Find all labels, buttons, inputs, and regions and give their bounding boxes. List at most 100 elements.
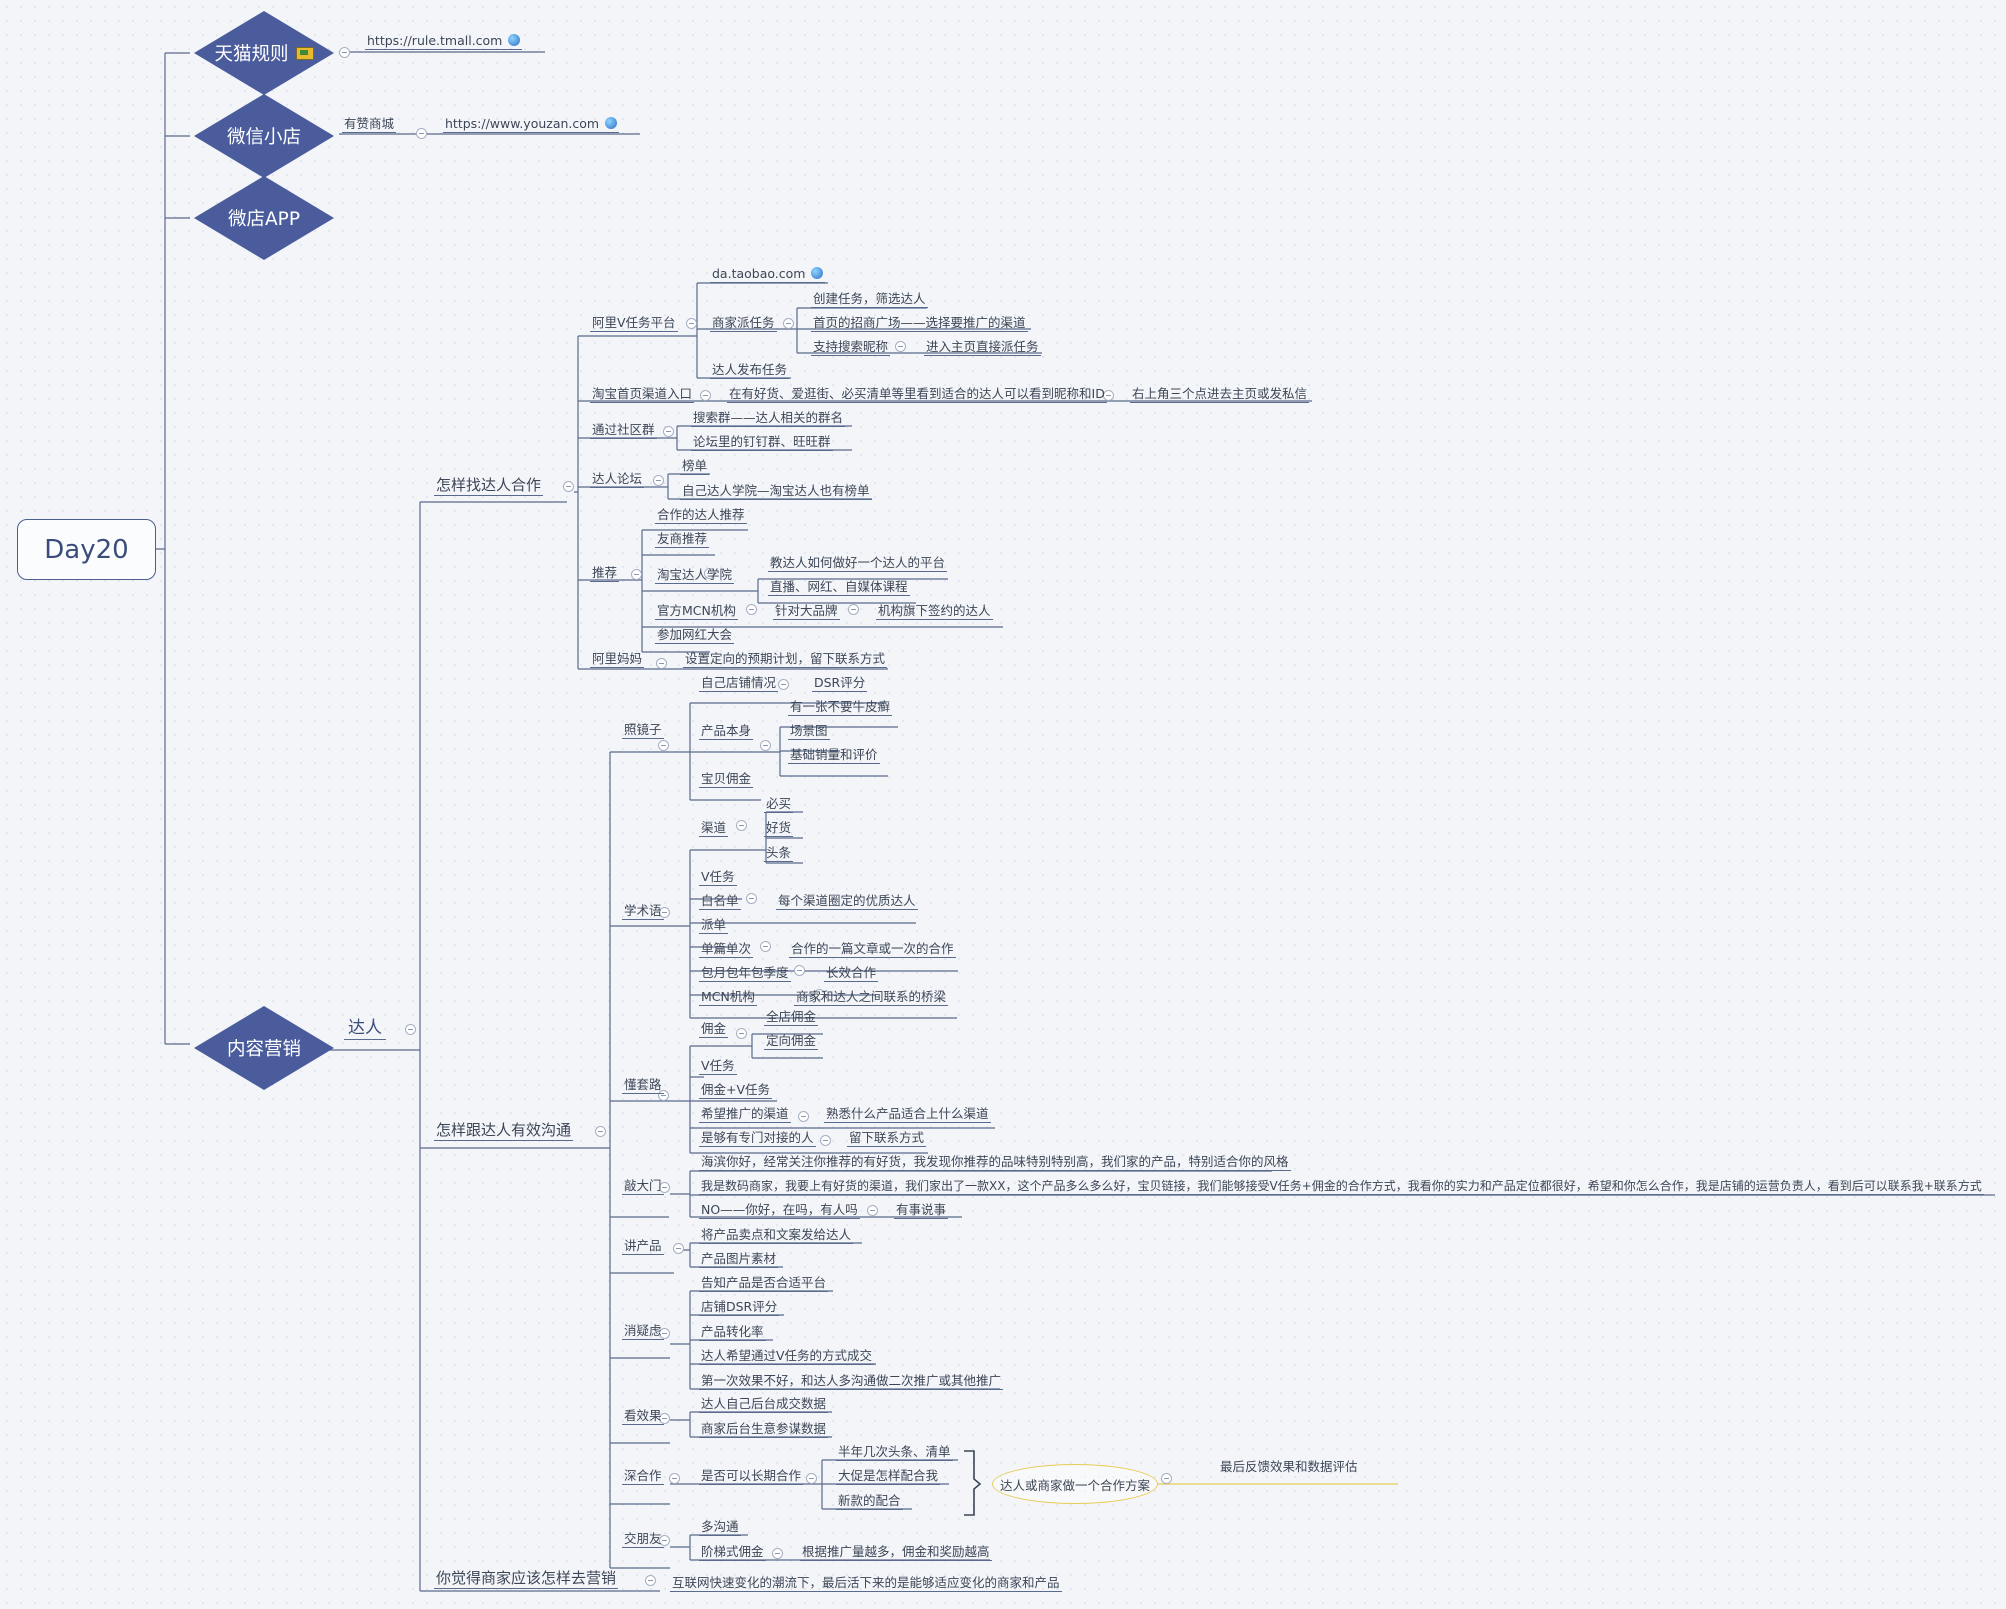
task-item[interactable]: 首页的招商广场——选择要推广的渠道 bbox=[811, 315, 1028, 332]
collapse-icon[interactable] bbox=[631, 569, 642, 580]
product-item[interactable]: 有一张不要牛皮癣 bbox=[788, 699, 893, 716]
find-node[interactable]: 怎样找达人合作 bbox=[434, 475, 544, 496]
collapse-icon[interactable] bbox=[760, 740, 771, 751]
summary-node[interactable]: 达人或商家做一个合作方案 bbox=[992, 1464, 1158, 1504]
present-item[interactable]: 将产品卖点和文案发给达人 bbox=[699, 1227, 854, 1244]
branch-content[interactable]: 内容营销 bbox=[190, 1002, 338, 1094]
term-item[interactable]: 派单 bbox=[699, 917, 729, 934]
collapse-icon[interactable] bbox=[746, 604, 757, 615]
dsr-node[interactable]: DSR评分 bbox=[812, 675, 868, 692]
present-item[interactable]: 产品图片素材 bbox=[699, 1251, 779, 1268]
doubt-item[interactable]: 达人希望通过V任务的方式成交 bbox=[699, 1348, 875, 1365]
terms-node[interactable]: 学术语 bbox=[622, 903, 664, 920]
collapse-icon[interactable] bbox=[1161, 1473, 1172, 1484]
mcn-grandchild[interactable]: 机构旗下签约的达人 bbox=[876, 603, 993, 620]
term-item[interactable]: 长效合作 bbox=[824, 965, 879, 982]
door-item[interactable]: NO——你好，在吗，有人吗 bbox=[699, 1202, 860, 1219]
collapse-icon[interactable] bbox=[656, 658, 667, 669]
collapse-icon[interactable] bbox=[895, 341, 906, 352]
collapse-icon[interactable] bbox=[1103, 390, 1114, 401]
routine-node[interactable]: 懂套路 bbox=[622, 1077, 664, 1094]
product-item[interactable]: 场景图 bbox=[788, 723, 830, 740]
collapse-icon[interactable] bbox=[794, 965, 805, 976]
collapse-icon[interactable] bbox=[760, 941, 771, 952]
recommend-node[interactable]: 推荐 bbox=[590, 565, 620, 582]
collapse-icon[interactable] bbox=[778, 679, 789, 690]
collapse-icon[interactable] bbox=[772, 1548, 783, 1559]
ali-v-node[interactable]: 阿里V任务平台 bbox=[590, 315, 678, 332]
channel-item[interactable]: 头条 bbox=[764, 845, 794, 862]
product-item[interactable]: 基础销量和评价 bbox=[788, 747, 880, 764]
collapse-icon[interactable] bbox=[659, 1535, 670, 1546]
collapse-icon[interactable] bbox=[704, 568, 715, 579]
friend-item[interactable]: 阶梯式佣金 bbox=[699, 1544, 766, 1561]
youzan-node[interactable]: 有赞商城 bbox=[342, 116, 397, 133]
collapse-icon[interactable] bbox=[783, 318, 794, 329]
effect-node[interactable]: 看效果 bbox=[622, 1408, 664, 1425]
collapse-icon[interactable] bbox=[658, 740, 669, 751]
term-item[interactable]: 包月包年包季度 bbox=[699, 965, 791, 982]
present-node[interactable]: 讲产品 bbox=[622, 1238, 664, 1255]
forum-item[interactable]: 榜单 bbox=[680, 458, 710, 475]
collapse-icon[interactable] bbox=[686, 318, 697, 329]
recommend-item[interactable]: 友商推荐 bbox=[655, 531, 710, 548]
collapse-icon[interactable] bbox=[848, 604, 859, 615]
collapse-icon[interactable] bbox=[653, 475, 664, 486]
publish-node[interactable]: 达人发布任务 bbox=[710, 362, 790, 379]
think-item[interactable]: 互联网快速变化的潮流下，最后活下来的是能够适应变化的商家和产品 bbox=[670, 1575, 1062, 1592]
term-item[interactable]: 合作的一篇文章或一次的合作 bbox=[789, 941, 956, 958]
collapse-icon[interactable] bbox=[658, 1090, 669, 1101]
task-item[interactable]: 进入主页直接派任务 bbox=[924, 339, 1041, 356]
think-node[interactable]: 你觉得商家应该怎样去营销 bbox=[434, 1568, 619, 1589]
friend-node[interactable]: 交朋友 bbox=[622, 1531, 664, 1548]
door-item[interactable]: 海滨你好，经常关注你推荐的有好货，我发现你推荐的品味特别特别高，我们家的产品，特… bbox=[699, 1154, 1291, 1171]
deep-item[interactable]: 半年几次头条、清单 bbox=[836, 1444, 953, 1461]
collapse-icon[interactable] bbox=[405, 1024, 416, 1035]
college-node[interactable]: 淘宝达人学院 bbox=[655, 567, 735, 584]
community-item[interactable]: 论坛里的钉钉群、旺旺群 bbox=[691, 434, 833, 451]
collapse-icon[interactable] bbox=[659, 907, 670, 918]
channel-item[interactable]: 好货 bbox=[764, 820, 794, 837]
doubt-item[interactable]: 告知产品是否合适平台 bbox=[699, 1275, 829, 1292]
mirror-node[interactable]: 照镜子 bbox=[622, 722, 664, 739]
collapse-icon[interactable] bbox=[798, 1111, 809, 1122]
final-node[interactable]: 最后反馈效果和数据评估 bbox=[1218, 1459, 1360, 1475]
college-item[interactable]: 直播、网红、自媒体课程 bbox=[768, 579, 910, 596]
channel-node[interactable]: 渠道 bbox=[699, 820, 729, 837]
deep-question[interactable]: 是否可以长期合作 bbox=[699, 1468, 804, 1485]
task-item[interactable]: 支持搜索昵称 bbox=[811, 339, 891, 356]
forum-node[interactable]: 达人论坛 bbox=[590, 471, 645, 488]
community-node[interactable]: 通过社区群 bbox=[590, 422, 657, 439]
task-item[interactable]: 创建任务，筛选达人 bbox=[811, 291, 928, 308]
routine-item[interactable]: 留下联系方式 bbox=[847, 1130, 927, 1147]
branch-weixin[interactable]: 微信小店 bbox=[190, 90, 338, 182]
collapse-icon[interactable] bbox=[339, 47, 350, 58]
mcn-child[interactable]: 针对大品牌 bbox=[773, 603, 840, 620]
doubt-item[interactable]: 产品转化率 bbox=[699, 1324, 766, 1341]
term-item[interactable]: 每个渠道圈定的优质达人 bbox=[776, 893, 918, 910]
term-item[interactable]: MCN机构 bbox=[699, 989, 757, 1006]
tmall-link[interactable]: https://rule.tmall.com bbox=[365, 33, 523, 50]
shop-node[interactable]: 自己店铺情况 bbox=[699, 675, 779, 692]
collapse-icon[interactable] bbox=[820, 1135, 831, 1146]
yj-item[interactable]: 定向佣金 bbox=[764, 1033, 819, 1050]
term-item[interactable]: 白名单 bbox=[699, 893, 741, 910]
deep-item[interactable]: 新款的配合 bbox=[836, 1493, 903, 1510]
entry-item[interactable]: 右上角三个点进去主页或发私信 bbox=[1130, 386, 1310, 403]
recommend-item[interactable]: 参加网红大会 bbox=[655, 627, 735, 644]
term-item[interactable]: 商家和达人之间联系的桥梁 bbox=[794, 989, 949, 1006]
branch-weidian[interactable]: 微店APP bbox=[190, 172, 338, 264]
collapse-icon[interactable] bbox=[746, 893, 757, 904]
merchant-task-node[interactable]: 商家派任务 bbox=[710, 315, 777, 332]
friend-item[interactable]: 多沟通 bbox=[699, 1519, 741, 1536]
collapse-icon[interactable] bbox=[736, 820, 747, 831]
door-node[interactable]: 敲大门 bbox=[622, 1178, 664, 1195]
routine-item[interactable]: 熟悉什么产品适合上什么渠道 bbox=[824, 1106, 991, 1123]
yj-node[interactable]: 佣金 bbox=[699, 1021, 729, 1038]
collapse-icon[interactable] bbox=[659, 1182, 670, 1193]
door-item[interactable]: 我是数码商家，我要上有好货的渠道，我们家出了一款XX，这个产品多么多么好，宝贝链… bbox=[699, 1178, 1984, 1195]
collapse-icon[interactable] bbox=[814, 989, 825, 1000]
deep-item[interactable]: 大促是怎样配合我 bbox=[836, 1468, 941, 1485]
deep-node[interactable]: 深合作 bbox=[622, 1468, 664, 1485]
doubt-item[interactable]: 第一次效果不好，和达人多沟通做二次推广或其他推广 bbox=[699, 1373, 1004, 1390]
